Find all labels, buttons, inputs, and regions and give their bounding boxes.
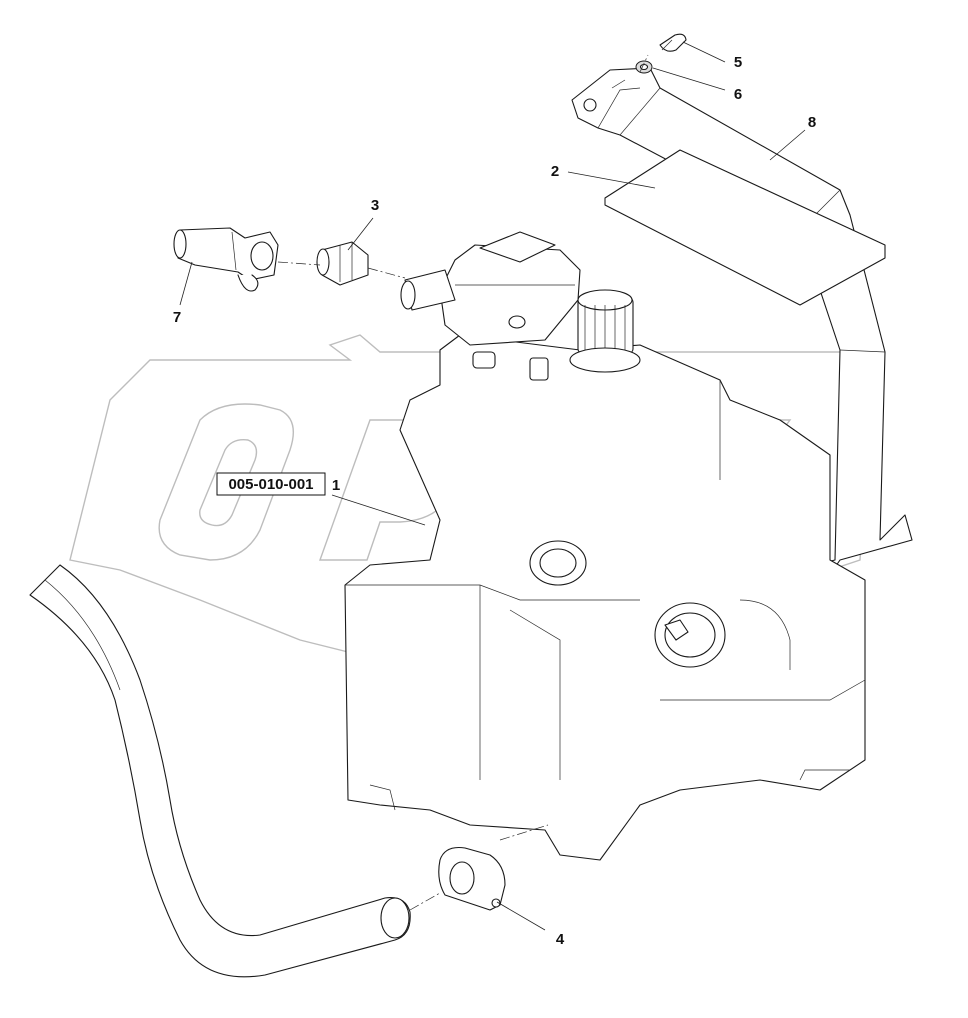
part-5-bolt[interactable]	[659, 33, 687, 52]
part-6-washer[interactable]	[635, 60, 653, 74]
callout-6: 6	[734, 86, 742, 103]
reference-code-box[interactable]: 005-010-001	[216, 472, 326, 496]
callout-5: 5	[734, 54, 742, 71]
assembly-centerlines	[277, 54, 649, 911]
part-8-bracket[interactable]	[571, 67, 913, 593]
leader-lines	[179, 41, 806, 931]
part-3-nipple[interactable]	[316, 241, 369, 286]
hose[interactable]	[29, 564, 411, 978]
callout-2: 2	[551, 163, 559, 180]
part-2-pad[interactable]	[604, 149, 886, 306]
callout-labels: 1 2 3 4 5 6 7 8	[173, 54, 816, 948]
reference-code[interactable]: 005-010-001	[228, 476, 313, 493]
callout-7: 7	[173, 309, 181, 326]
callout-4: 4	[556, 931, 565, 948]
callout-8: 8	[808, 114, 816, 131]
part-7-fitting[interactable]	[173, 227, 279, 292]
callout-1: 1	[332, 477, 340, 494]
part-4-clamp[interactable]	[438, 846, 506, 911]
part-1-tank[interactable]	[344, 231, 866, 861]
callout-3: 3	[371, 197, 379, 214]
